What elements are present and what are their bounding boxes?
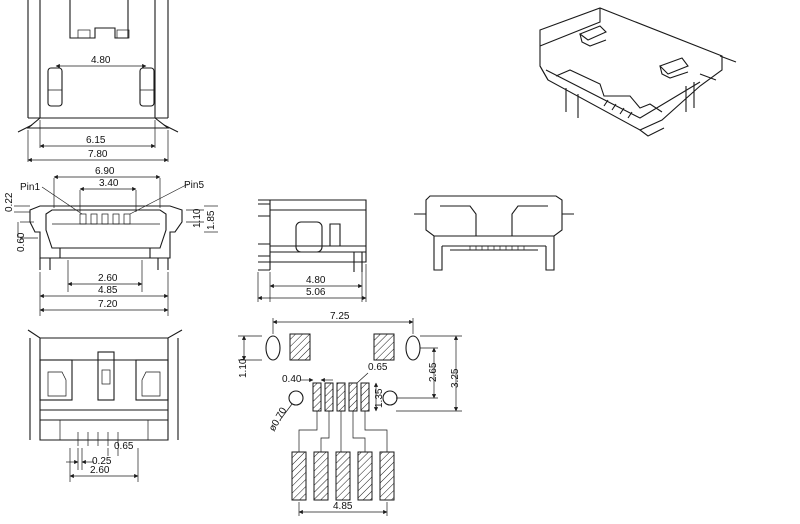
dim-front-022: 0.22: [4, 192, 15, 212]
dim-pcb-325: 3.25: [450, 368, 461, 388]
top-dimensions: 4.80 6.15 7.80: [27, 55, 169, 163]
dim-pcb-135: 1.35: [374, 388, 385, 408]
dim-bottom-065: 0.65: [114, 441, 134, 452]
dim-front-060: 0.60: [16, 232, 27, 252]
dim-pcb-110: 1.10: [238, 358, 249, 378]
front-dimensions: 6.90 3.40 Pin1 Pin5 0.22 0.60 1.10 1.85 …: [4, 166, 218, 316]
isometric-view: [539, 7, 737, 137]
bottom-view: [27, 329, 183, 446]
dim-pcb-d070: ø0.70: [267, 405, 290, 433]
front-view: [29, 205, 183, 270]
dim-bottom-260: 2.60: [90, 465, 110, 476]
dim-top-inner: 4.80: [91, 55, 111, 66]
rear-view: [414, 195, 574, 271]
dim-pcb-040: 0.40: [282, 374, 302, 385]
dim-side-506: 5.06: [306, 287, 326, 298]
pcb-layout: [265, 333, 421, 501]
top-view: [17, 0, 179, 133]
dim-pcb-265: 2.65: [428, 362, 439, 382]
dim-front-340: 3.40: [99, 178, 119, 189]
dim-pcb-065: 0.65: [368, 362, 388, 373]
dim-front-720: 7.20: [98, 299, 118, 310]
dim-front-485: 4.85: [98, 285, 118, 296]
pcb-dimensions: 7.25 1.10 0.40 0.65 1.35 2.65 3.25 ø0.70…: [238, 311, 462, 516]
dim-top-outer: 7.80: [88, 149, 108, 160]
bottom-dimensions: 0.25 0.65 2.60: [66, 441, 139, 482]
dim-front-260: 2.60: [98, 273, 118, 284]
dim-front-110: 1.10: [192, 208, 203, 228]
dim-pcb-725: 7.25: [330, 311, 350, 322]
dim-bottom-025: 0.25: [92, 456, 112, 467]
side-view: [258, 199, 367, 272]
dim-front-185: 1.85: [206, 210, 217, 230]
dim-pcb-485: 4.85: [333, 501, 353, 512]
side-dimensions: 4.80 5.06: [257, 264, 367, 302]
dim-front-690: 6.90: [95, 166, 115, 177]
label-pin1: Pin1: [20, 182, 40, 193]
dim-top-mid: 6.15: [86, 135, 106, 146]
dim-side-480: 4.80: [306, 275, 326, 286]
label-pin5: Pin5: [184, 180, 204, 191]
